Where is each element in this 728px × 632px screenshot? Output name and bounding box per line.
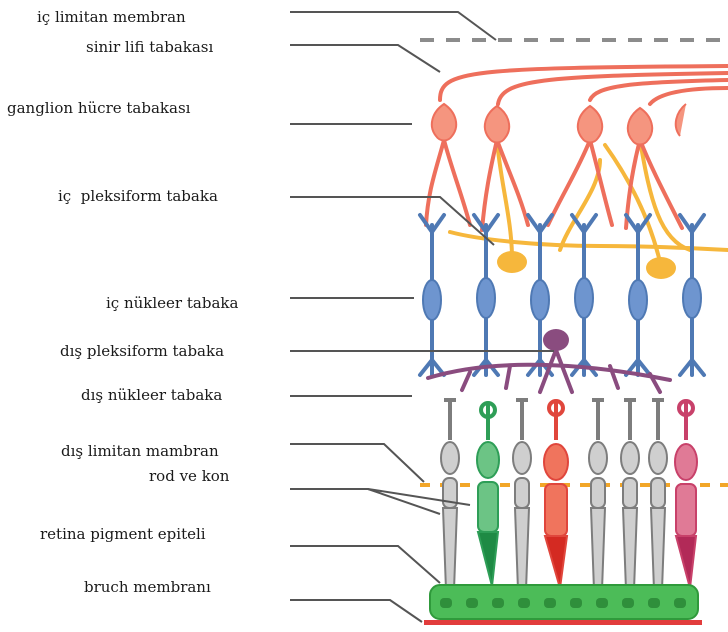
leader-sinir-lifi	[290, 45, 440, 72]
leader-bruch	[290, 600, 422, 622]
ganglion-axon-right	[676, 104, 686, 136]
nerve-fiber-layer	[440, 66, 728, 104]
bipolar-cell-bodies	[423, 278, 701, 320]
leader-rpe	[290, 546, 440, 583]
cone-red	[544, 400, 568, 588]
amacrine-cell-body-1	[497, 251, 527, 273]
retinal-pigment-epithelium	[430, 585, 698, 619]
leader-lines	[290, 12, 554, 622]
horizontal-cells	[428, 350, 670, 392]
cone-green	[477, 403, 499, 586]
leader-dis-limitan	[290, 444, 424, 482]
bruch-membrane	[424, 620, 702, 625]
horizontal-cell-body	[543, 329, 569, 351]
ganglion-cell-bodies	[432, 104, 652, 145]
cone-pink	[675, 400, 697, 588]
leader-ic-limitan	[290, 12, 496, 40]
amacrine-cell-body-2	[646, 257, 676, 279]
leader-rod-ve-kon	[290, 489, 440, 514]
